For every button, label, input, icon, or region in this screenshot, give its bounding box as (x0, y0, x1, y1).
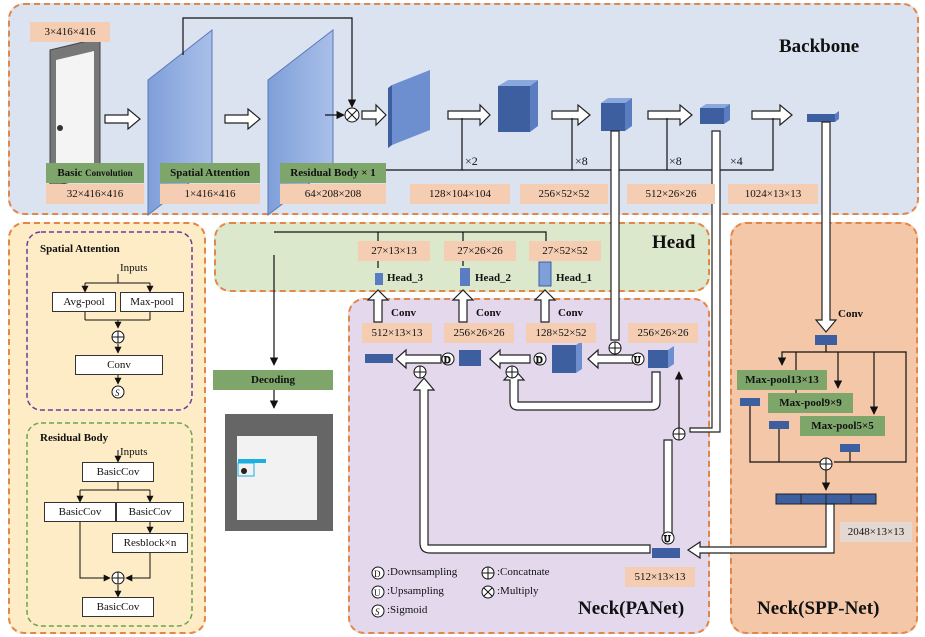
rb-dashed-box (26, 422, 193, 627)
sa-nodes: S (111, 330, 125, 399)
legend-multiply: :Multiply (497, 585, 539, 597)
head3-label: Head_3 (387, 272, 424, 284)
sa-connectors (81, 274, 154, 385)
spp-title: Neck(SPP-Net) (757, 598, 880, 619)
svg-text:U: U (374, 588, 381, 598)
rb-connectors (76, 450, 154, 598)
head2-label: Head_2 (475, 272, 512, 284)
panet-blocks (365, 341, 680, 558)
head1-conv: Conv (558, 307, 584, 319)
panet-hollow-arrows (395, 348, 673, 554)
input-dim: 3×416×416 (30, 22, 110, 42)
sa-inputs: Inputs (120, 262, 148, 274)
rb-basic-right: BasicCov (116, 502, 184, 522)
sa-conv: Conv (75, 355, 163, 375)
cube-2 (498, 80, 538, 132)
decoding-image (225, 414, 333, 531)
head2-cube (460, 268, 470, 286)
svg-text:S: S (115, 388, 120, 398)
maxpool-5: Max-pool5×5 (800, 416, 885, 436)
repeat-x4: ×4 (730, 154, 743, 168)
backbone-to-neck-pipes (610, 121, 838, 433)
dim-32: 32×416×416 (46, 184, 144, 204)
spatial-attention-label: Spatial Attention (160, 163, 260, 183)
rb-title: Residual Body (40, 432, 109, 444)
residual-body-label: Residual Body × 1 (280, 163, 386, 183)
panet-title: Neck(PANet) (578, 598, 685, 619)
legend-symbols: D U S (371, 566, 495, 618)
svg-text:U: U (634, 355, 641, 365)
panet-dim-256b: 256×26×26 (628, 323, 698, 343)
cube-5 (807, 111, 839, 122)
panet-nodes: D D U U (413, 341, 686, 545)
repeat-x2: ×2 (465, 154, 478, 168)
backbone-title: Backbone (779, 36, 860, 57)
left-detail-region (8, 222, 206, 634)
sa-avg-pool: Avg-pool (52, 292, 116, 312)
rb-resblock: Resblock×n (112, 533, 188, 553)
basic-conv-label-a: Basic (57, 167, 83, 179)
svg-text:U: U (664, 534, 671, 544)
legend-concatnate: :Concatnate (497, 566, 550, 578)
head-up-arrows (366, 289, 557, 323)
repeat-x8-a: ×8 (575, 154, 588, 168)
head1-label: Head_1 (556, 272, 593, 284)
spp-conv-label: Conv (838, 308, 864, 320)
rb-concat-node (111, 571, 125, 585)
legend-upsampling: :Upsampling (387, 585, 444, 597)
panet-dim-128: 128×52×52 (526, 323, 596, 343)
spp-concat-node (819, 457, 833, 471)
rb-basic-bottom: BasicCov (82, 597, 154, 617)
head3-conv: Conv (391, 307, 417, 319)
head-dim-52: 27×52×52 (529, 241, 601, 261)
panet-dim-256a: 256×26×26 (444, 323, 514, 343)
maxpool-13: Max-pool13×13 (737, 370, 827, 390)
head-dim-13: 27×13×13 (358, 241, 430, 261)
decoding-label: Decoding (213, 370, 333, 390)
spp-to-panet-arrow (686, 503, 835, 560)
spp-connectors (749, 345, 907, 491)
dim-128: 128×104×104 (410, 184, 510, 204)
cube-3 (601, 98, 632, 131)
basic-conv-label: Basic Convolution (46, 163, 144, 183)
rb-inputs: Inputs (120, 446, 148, 458)
dim-512: 512×26×26 (627, 184, 715, 204)
svg-text:D: D (536, 355, 543, 365)
sa-title: Spatial Attention (40, 243, 120, 255)
panet-bottom-dim: 512×13×13 (625, 567, 695, 587)
dim-1: 1×416×416 (160, 184, 260, 204)
head-dim-26: 27×26×26 (444, 241, 516, 261)
dim-256: 256×52×52 (520, 184, 608, 204)
maxpool-9: Max-pool9×9 (768, 393, 853, 413)
repeat-x8-b: ×8 (669, 154, 682, 168)
head2-conv: Conv (476, 307, 502, 319)
basic-conv-label-b: Convolution (85, 168, 133, 178)
cube-4 (700, 104, 730, 124)
svg-text:D: D (444, 355, 451, 365)
head3-cube (375, 273, 383, 285)
svg-text:D: D (374, 569, 381, 579)
panet-dim-512: 512×13×13 (362, 323, 432, 343)
dim-1024: 1024×13×13 (728, 184, 818, 204)
cube-1 (388, 70, 430, 148)
svg-text:S: S (375, 607, 380, 617)
legend-downsampling: :Downsampling (387, 566, 458, 578)
spp-out-dim: 2048×13×13 (840, 522, 912, 542)
rb-basic-top: BasicCov (82, 462, 154, 482)
head-title: Head (652, 232, 696, 253)
multiply-node (344, 107, 360, 123)
sa-dashed-box (26, 231, 193, 411)
backbone-hollow-arrows (104, 103, 793, 131)
legend-sigmoid: :Sigmoid (387, 604, 428, 616)
backbone-connectors (182, 17, 774, 171)
head1-cube (538, 261, 552, 287)
rb-basic-left: BasicCov (44, 502, 116, 522)
dim-64: 64×208×208 (280, 184, 386, 204)
sa-max-pool: Max-pool (120, 292, 184, 312)
